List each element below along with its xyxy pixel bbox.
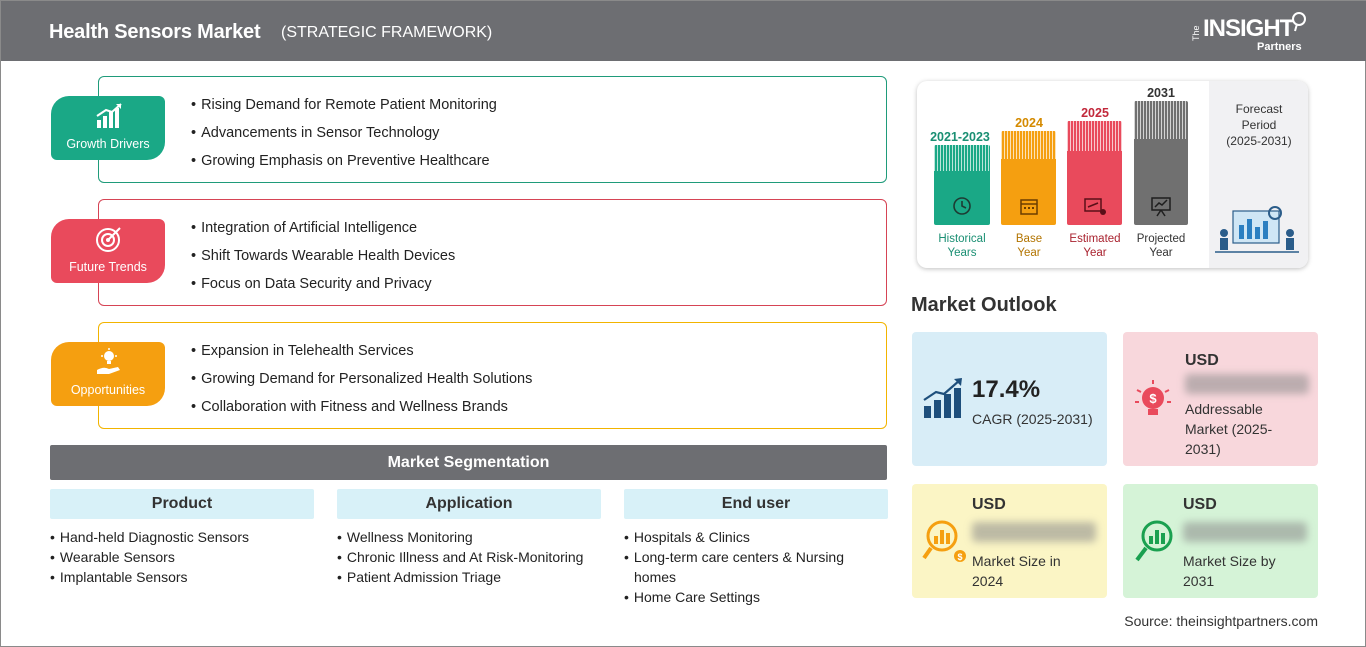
list-item: Home Care Settings xyxy=(622,587,888,607)
historical-label: Historical Years xyxy=(938,233,986,259)
money-bulb-icon: $ xyxy=(1135,380,1171,415)
page-subtitle: (STRATEGIC FRAMEWORK) xyxy=(281,24,493,41)
segment-application-head: Application xyxy=(337,489,601,519)
future-trends-list: Integration of Artificial Intelligence S… xyxy=(191,219,455,303)
estimated-bar xyxy=(1067,121,1122,225)
base-year: 2024 xyxy=(1015,116,1043,130)
history-clock-icon xyxy=(953,197,971,215)
target-icon xyxy=(96,227,121,252)
segment-product-head: Product xyxy=(50,489,314,519)
growth-drivers-section: Growth Drivers Rising Demand for Remote … xyxy=(49,76,889,184)
opportunities-list: Expansion in Telehealth Services Growing… xyxy=(191,342,532,426)
market-size-2031-card: USD Market Size by 2031 xyxy=(1123,484,1318,598)
addressable-value-redacted xyxy=(1185,374,1309,394)
addressable-market-card: $ USD Addressable Market (2025- 2031) xyxy=(1123,332,1318,466)
list-item: Collaboration with Fitness and Wellness … xyxy=(191,398,532,426)
size-2024-currency: USD xyxy=(972,496,1006,513)
opportunities-label: Opportunities xyxy=(70,383,146,397)
list-item: Shift Towards Wearable Health Devices xyxy=(191,247,455,275)
size-2031-currency: USD xyxy=(1183,496,1217,513)
svg-text:$: $ xyxy=(1149,391,1157,406)
growth-bars-icon xyxy=(923,378,962,418)
list-item: Long-term care centers & Nursing homes xyxy=(622,547,888,587)
growth-chart-icon xyxy=(96,103,122,128)
list-item: Growing Demand for Personalized Health S… xyxy=(191,370,532,398)
svg-text:$: $ xyxy=(957,552,962,562)
insight-partners-logo: The INSIGHT Partners xyxy=(1191,11,1311,55)
projection-board-icon xyxy=(1151,197,1171,217)
growth-drivers-label: Growth Drivers xyxy=(66,137,150,151)
size-2031-value-redacted xyxy=(1183,522,1307,542)
growth-drivers-badge: Growth Drivers xyxy=(51,96,165,160)
cagr-card: 17.4% CAGR (2025-2031) xyxy=(912,332,1107,466)
logo-partners: Partners xyxy=(1257,41,1302,53)
cagr-label: CAGR (2025-2031) xyxy=(972,411,1093,427)
magnifier-chart-icon: $ xyxy=(922,520,966,562)
opportunities-section: Opportunities Expansion in Telehealth Se… xyxy=(49,322,889,430)
list-item: Hand-held Diagnostic Sensors xyxy=(48,527,314,547)
calendar-icon xyxy=(1019,199,1038,215)
future-trends-badge: Future Trends xyxy=(51,219,165,283)
size-2031-label: Market Size by 2031 xyxy=(1183,553,1276,589)
size-2024-value-redacted xyxy=(972,522,1096,542)
future-trends-section: Future Trends Integration of Artificial … xyxy=(49,199,889,307)
growth-drivers-list: Rising Demand for Remote Patient Monitor… xyxy=(191,96,497,180)
logo-insight: INSIGHT xyxy=(1203,15,1294,42)
market-outlook-title: Market Outlook xyxy=(911,294,1057,316)
list-item: Focus on Data Security and Privacy xyxy=(191,275,455,303)
list-item: Wellness Monitoring xyxy=(335,527,601,547)
projected-bar xyxy=(1134,101,1188,225)
historical-bar xyxy=(934,145,990,225)
list-item: Patient Admission Triage xyxy=(335,567,601,587)
list-item: Integration of Artificial Intelligence xyxy=(191,219,455,247)
cagr-value: 17.4% xyxy=(972,376,1041,403)
list-item: Advancements in Sensor Technology xyxy=(191,124,497,152)
segment-end-user-head: End user xyxy=(624,489,888,519)
base-bar xyxy=(1001,131,1056,225)
forecast-period-text: Forecast Period (2025-2031) xyxy=(1226,102,1292,148)
segment-application: Application Wellness Monitoring Chronic … xyxy=(337,489,601,587)
list-item: Expansion in Telehealth Services xyxy=(191,342,532,370)
list-item: Implantable Sensors xyxy=(48,567,314,587)
segment-end-user: End user Hospitals & Clinics Long-term c… xyxy=(624,489,888,607)
list-item: Hospitals & Clinics xyxy=(622,527,888,547)
opportunities-badge: Opportunities xyxy=(51,342,165,406)
list-item: Growing Emphasis on Preventive Healthcar… xyxy=(191,152,497,180)
segment-application-list: Wellness Monitoring Chronic Illness and … xyxy=(335,527,601,587)
timeline-card: 2021-2023 Historical Years 2024 Base Yea… xyxy=(917,81,1308,268)
estimated-year: 2025 xyxy=(1081,106,1109,120)
lightbulb-hand-icon xyxy=(97,348,120,374)
market-size-2024-card: $ USD Market Size in 2024 xyxy=(912,484,1107,598)
list-item: Wearable Sensors xyxy=(48,547,314,567)
segment-product: Product Hand-held Diagnostic Sensors Wea… xyxy=(50,489,314,587)
size-2024-label: Market Size in 2024 xyxy=(972,553,1061,589)
addressable-label: Addressable Market (2025- 2031) xyxy=(1185,401,1273,457)
segment-end-user-list: Hospitals & Clinics Long-term care cente… xyxy=(622,527,888,607)
historical-year: 2021-2023 xyxy=(930,130,990,144)
logo-the: The xyxy=(1191,25,1201,41)
header-bar: Health Sensors Market (STRATEGIC FRAMEWO… xyxy=(1,1,1366,61)
estimated-label: Estimated Year xyxy=(1069,233,1121,259)
estimate-chart-icon xyxy=(1083,198,1106,215)
logo-bulb-icon xyxy=(1292,12,1306,32)
page-title: Health Sensors Market xyxy=(49,21,261,43)
projected-label: Projected Year xyxy=(1136,233,1186,259)
projected-year: 2031 xyxy=(1147,86,1175,100)
analytics-people-icon xyxy=(1215,206,1299,253)
list-item: Rising Demand for Remote Patient Monitor… xyxy=(191,96,497,124)
source-credit: Source: theinsightpartners.com xyxy=(1124,613,1318,629)
magnifier-chart-icon xyxy=(1135,520,1173,562)
market-segmentation-bar: Market Segmentation xyxy=(50,445,887,480)
segment-product-list: Hand-held Diagnostic Sensors Wearable Se… xyxy=(48,527,314,587)
base-label: Base Year xyxy=(1015,233,1043,259)
addressable-currency: USD xyxy=(1185,352,1219,369)
list-item: Chronic Illness and At Risk-Monitoring xyxy=(335,547,601,567)
future-trends-label: Future Trends xyxy=(69,260,147,274)
